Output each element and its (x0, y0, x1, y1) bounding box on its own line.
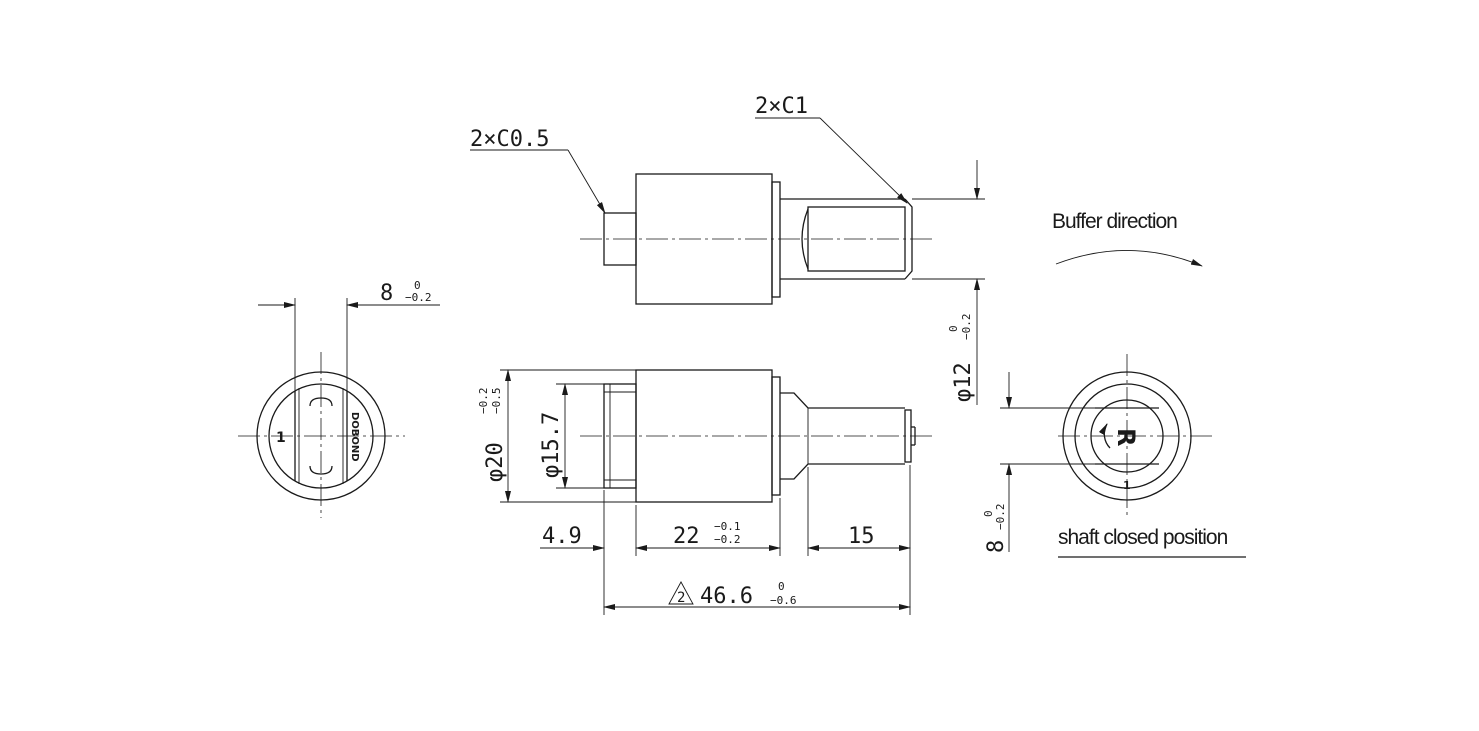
top-view (580, 173, 932, 305)
dim-width-8-right-value: 8 (984, 540, 1009, 553)
dim-total-lower: −0.6 (770, 594, 797, 607)
dim-diameter-20-value: φ20 (483, 442, 508, 482)
dim-diameter-20-lower: −0.5 (490, 388, 503, 415)
buffer-direction: Buffer direction (1052, 210, 1203, 267)
front-view (580, 369, 932, 503)
dim-diameter-12-value: φ12 (951, 362, 976, 402)
shaft-closed-label: shaft closed position (1058, 526, 1228, 549)
dim-diameter-15-7-value: φ15.7 (539, 412, 564, 478)
dim-diameter-15-7: φ15.7 (539, 383, 604, 489)
dim-diameter-20-upper: −0.2 (477, 388, 490, 415)
left-end-view: 1 DOBOND (238, 352, 405, 518)
dim-length-22: 22 (673, 524, 700, 549)
dim-length-22-upper: −0.1 (714, 520, 741, 533)
dim-length-15: 15 (848, 524, 875, 549)
dim-diameter-12-lower: −0.2 (960, 314, 973, 341)
dim-total-note: 2 (677, 590, 685, 606)
dim-width-8-right: 8 0 −0.2 (982, 372, 1095, 553)
dim-total-upper: 0 (778, 580, 785, 593)
rotation-number: 1 (1123, 479, 1131, 492)
rotation-letter: R (1112, 428, 1140, 446)
dim-length-4-9: 4.9 (542, 524, 582, 549)
dim-width-8-right-lower: −0.2 (994, 504, 1007, 531)
dim-width-8: 8 0 −0.2 (258, 279, 440, 391)
shaft-closed-position: shaft closed position (1058, 526, 1246, 558)
dim-width-8-lower: −0.2 (405, 291, 432, 304)
dim-diameter-12: φ12 0 −0.2 (912, 160, 985, 405)
dim-lengths: 4.9 22 −0.1 −0.2 15 2 46.6 0 −0.6 (540, 465, 911, 615)
dim-total-46-6: 46.6 (700, 584, 753, 609)
dim-diameter-12-upper: 0 (947, 325, 960, 332)
end-view-brand: DOBOND (349, 412, 360, 462)
dim-width-8-value: 8 (380, 281, 393, 306)
dim-width-8-upper: 0 (414, 279, 421, 292)
end-view-number: 1 (276, 430, 286, 446)
chamfer-large-callout: 2×C1 (755, 94, 908, 204)
dim-diameter-20: φ20 −0.2 −0.5 (477, 369, 636, 503)
chamfer-small-callout: 2×C0.5 (470, 127, 606, 214)
dim-width-8-right-upper: 0 (982, 510, 995, 517)
chamfer-large-label: 2×C1 (755, 94, 808, 119)
right-end-view: R 1 (1058, 354, 1212, 518)
buffer-direction-label: Buffer direction (1052, 210, 1177, 233)
chamfer-small-label: 2×C0.5 (470, 127, 549, 152)
dim-length-22-lower: −0.2 (714, 533, 741, 546)
